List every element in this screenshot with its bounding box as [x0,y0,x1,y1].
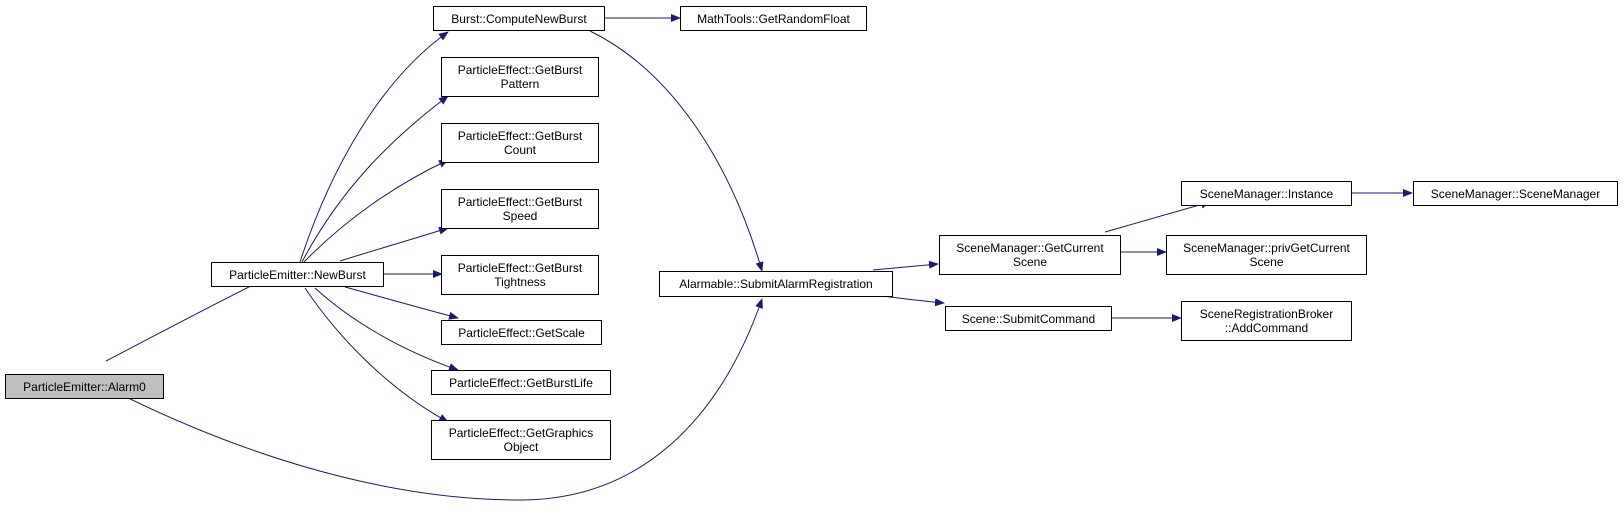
node-getburstcount[interactable]: ParticleEffect::GetBurst Count [441,123,599,163]
edge-submitalarmregistration-getcurrentscene [872,260,939,271]
node-instance[interactable]: SceneManager::Instance [1181,181,1352,206]
node-getburstlife[interactable]: ParticleEffect::GetBurstLife [431,370,611,395]
edge-newburst-computenewburst [299,31,449,263]
node-computenewburst[interactable]: Burst::ComputeNewBurst [433,6,605,31]
node-getbursttightness[interactable]: ParticleEffect::GetBurst Tightness [441,255,599,295]
node-getcurrentscene[interactable]: SceneManager::GetCurrent Scene [939,235,1121,275]
edge-newburst-getburstpattern [301,95,449,263]
node-scenemanager[interactable]: SceneManager::SceneManager [1413,181,1618,206]
node-submitalarmregistration[interactable]: Alarmable::SubmitAlarmRegistration [659,271,893,297]
edge-computenewburst-submitalarmregistration [589,30,764,272]
node-addcommand[interactable]: SceneRegistrationBroker ::AddCommand [1181,301,1352,341]
node-getburstspeed[interactable]: ParticleEffect::GetBurst Speed [441,189,599,229]
node-getburstpattern[interactable]: ParticleEffect::GetBurst Pattern [441,57,599,97]
edges [105,14,1413,501]
edge-alarm0-newburst [105,278,266,362]
edge-getcurrentscene-instance [1104,200,1211,233]
node-submitcommand[interactable]: Scene::SubmitCommand [945,306,1112,331]
edge-newburst-getburstlife [314,287,459,371]
node-alarm0[interactable]: ParticleEmitter::Alarm0 [5,374,164,399]
edge-alarm0-submitalarmregistration [105,298,763,501]
edge-newburst-getgraphicsobject [304,287,449,423]
edge-newburst-getscale [344,286,459,320]
node-getrandomfloat[interactable]: MathTools::GetRandomFloat [680,6,867,31]
node-getscale[interactable]: ParticleEffect::GetScale [441,320,602,345]
node-privgetcurrentscene[interactable]: SceneManager::privGetCurrent Scene [1166,235,1367,275]
node-newburst[interactable]: ParticleEmitter::NewBurst [211,262,384,287]
node-getgraphicsobject[interactable]: ParticleEffect::GetGraphics Object [431,420,611,460]
edge-newburst-getburstcount [303,159,449,263]
edge-newburst-getburstspeed [339,226,449,262]
